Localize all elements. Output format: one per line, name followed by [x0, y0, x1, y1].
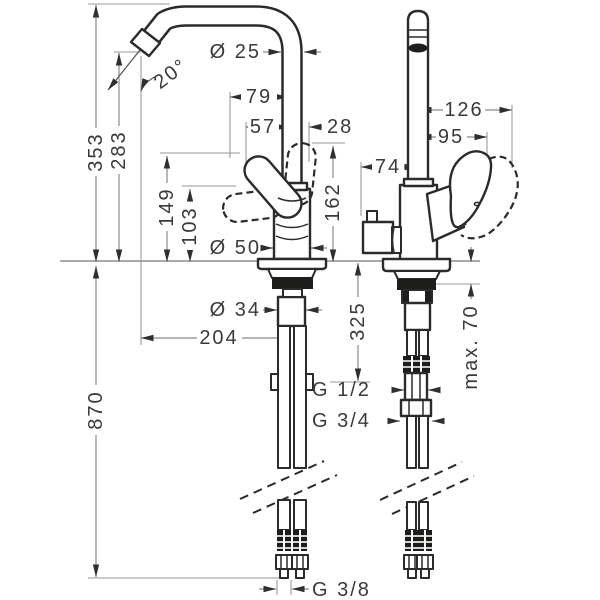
dim-label-dia50: Ø 50	[210, 237, 261, 259]
seal-ring-front	[272, 277, 313, 289]
valve-body	[361, 220, 395, 255]
dim-label-103: 103	[179, 206, 201, 245]
dim-label-g34: G 3/4	[312, 410, 371, 432]
supply-hose	[277, 325, 291, 469]
dim-label-283: 283	[108, 130, 130, 169]
supply-hose	[293, 325, 307, 469]
supply-pipe	[406, 329, 417, 357]
fitting-g12-g34	[399, 356, 433, 418]
break-mark	[379, 461, 463, 501]
supply-hose	[293, 499, 307, 531]
aerator	[129, 27, 162, 58]
dimension-labels: 353 283 870 149 103 162 325 max. 70 79 5…	[85, 41, 483, 600]
dim-label-870: 870	[85, 390, 107, 429]
label-backgrounds	[86, 87, 485, 434]
supply-pipe	[418, 329, 429, 357]
flange-taper-side	[393, 270, 441, 280]
flange-side	[381, 257, 452, 273]
shank-front	[276, 295, 307, 328]
break-mark	[391, 475, 475, 515]
supply-hose	[277, 499, 291, 531]
dim-label-95: 95	[438, 126, 464, 148]
dim-label-162: 162	[322, 182, 344, 221]
handle-lever-solid	[243, 155, 303, 219]
supply-pipe	[406, 415, 417, 469]
flange-taper-front	[267, 268, 317, 279]
shank-side	[403, 301, 432, 332]
dim-label-g38: G 3/8	[312, 579, 371, 600]
dim-label-20deg: 20°	[150, 54, 192, 93]
handle-grip-dashed	[460, 155, 519, 240]
dim-label-126: 126	[444, 99, 483, 121]
dim-label-dia34: Ø 34	[210, 299, 261, 321]
spout-tube-fill	[141, 7, 301, 191]
dim-label-353: 353	[85, 132, 107, 171]
dim-label-28: 28	[327, 116, 353, 138]
hose-clip	[305, 373, 314, 391]
handle-grip-side	[448, 150, 493, 229]
dim-label-74: 74	[375, 156, 401, 178]
hose-clip	[270, 373, 279, 391]
hose-connector-g38	[416, 530, 434, 579]
supply-pipe	[418, 501, 429, 531]
supply-pipe	[418, 415, 429, 469]
side-view	[361, 9, 519, 579]
dim-label-max70: max. 70	[460, 304, 482, 389]
shank-step-front	[282, 288, 303, 298]
spout-pipe-side	[406, 9, 430, 190]
dim-label-149: 149	[156, 187, 178, 226]
front-view	[129, 5, 338, 579]
dim-label-g12: G 1/2	[312, 379, 371, 401]
hose-connector-g38	[275, 530, 293, 579]
dim-label-325: 325	[347, 301, 369, 340]
hose-connector-g38	[291, 530, 309, 579]
dim-label-204: 204	[199, 327, 238, 349]
seal-ring-side	[397, 279, 436, 290]
supply-pipe	[406, 501, 417, 531]
dim-label-dia25: Ø 25	[210, 41, 261, 63]
break-mark	[252, 474, 338, 514]
dim-label-79: 79	[246, 86, 272, 108]
break-mark	[239, 460, 325, 500]
flange-front	[256, 257, 328, 271]
aerator-outlet-side	[408, 43, 428, 53]
dim-label-57: 57	[250, 116, 276, 138]
body-cap-side	[402, 177, 435, 188]
